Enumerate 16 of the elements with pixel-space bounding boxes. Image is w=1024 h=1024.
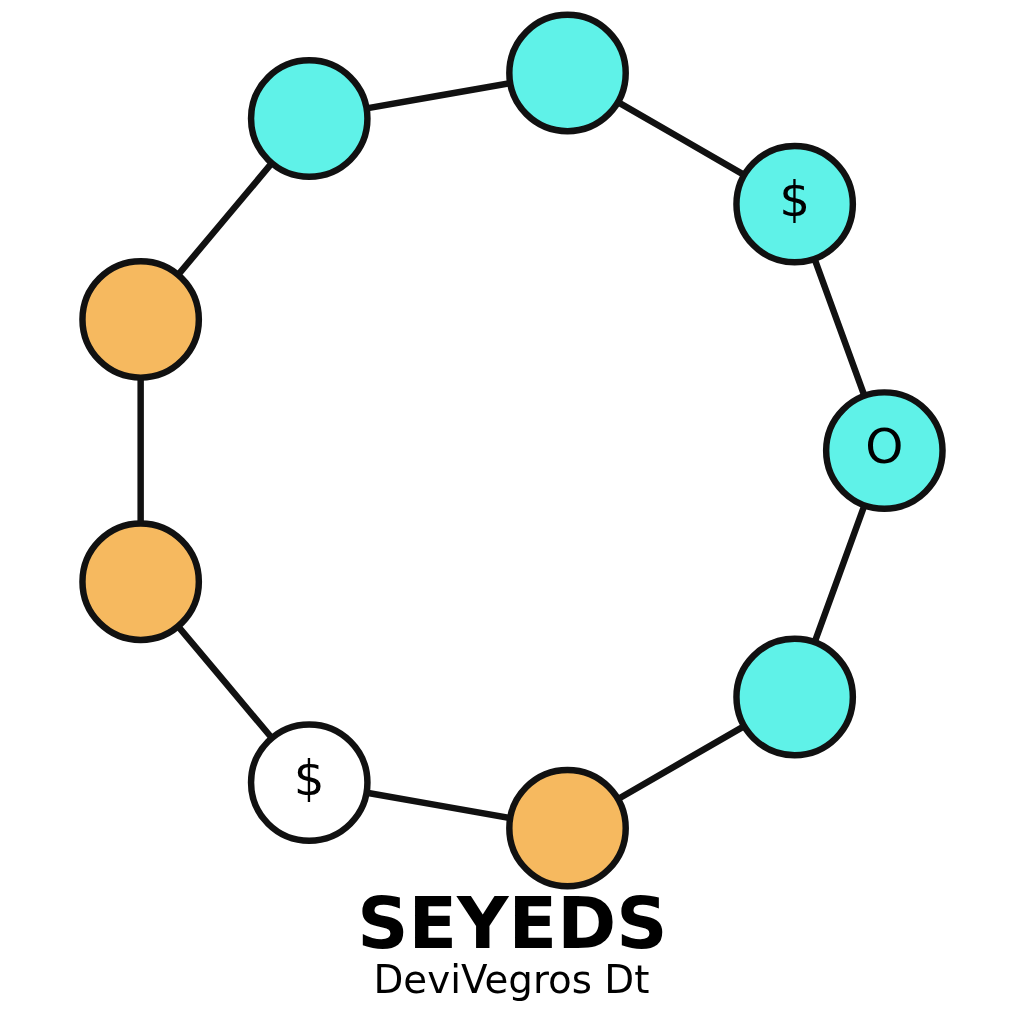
- node-circle: [78, 520, 202, 644]
- node-circle: $: [247, 721, 371, 845]
- node-circle: [78, 258, 202, 381]
- connector: [136, 377, 144, 524]
- connector: [175, 624, 274, 741]
- node-circle: [247, 57, 371, 180]
- node-circle: O: [822, 389, 946, 512]
- node-circle: [505, 766, 629, 890]
- node-circle: $: [732, 142, 856, 266]
- connector: [811, 504, 867, 644]
- node-circle: [505, 11, 629, 135]
- connector: [616, 723, 746, 802]
- connector: [175, 161, 274, 277]
- connector: [811, 257, 867, 397]
- caption: DeviVegros Dt: [372, 957, 649, 1003]
- node-circle: [732, 635, 856, 759]
